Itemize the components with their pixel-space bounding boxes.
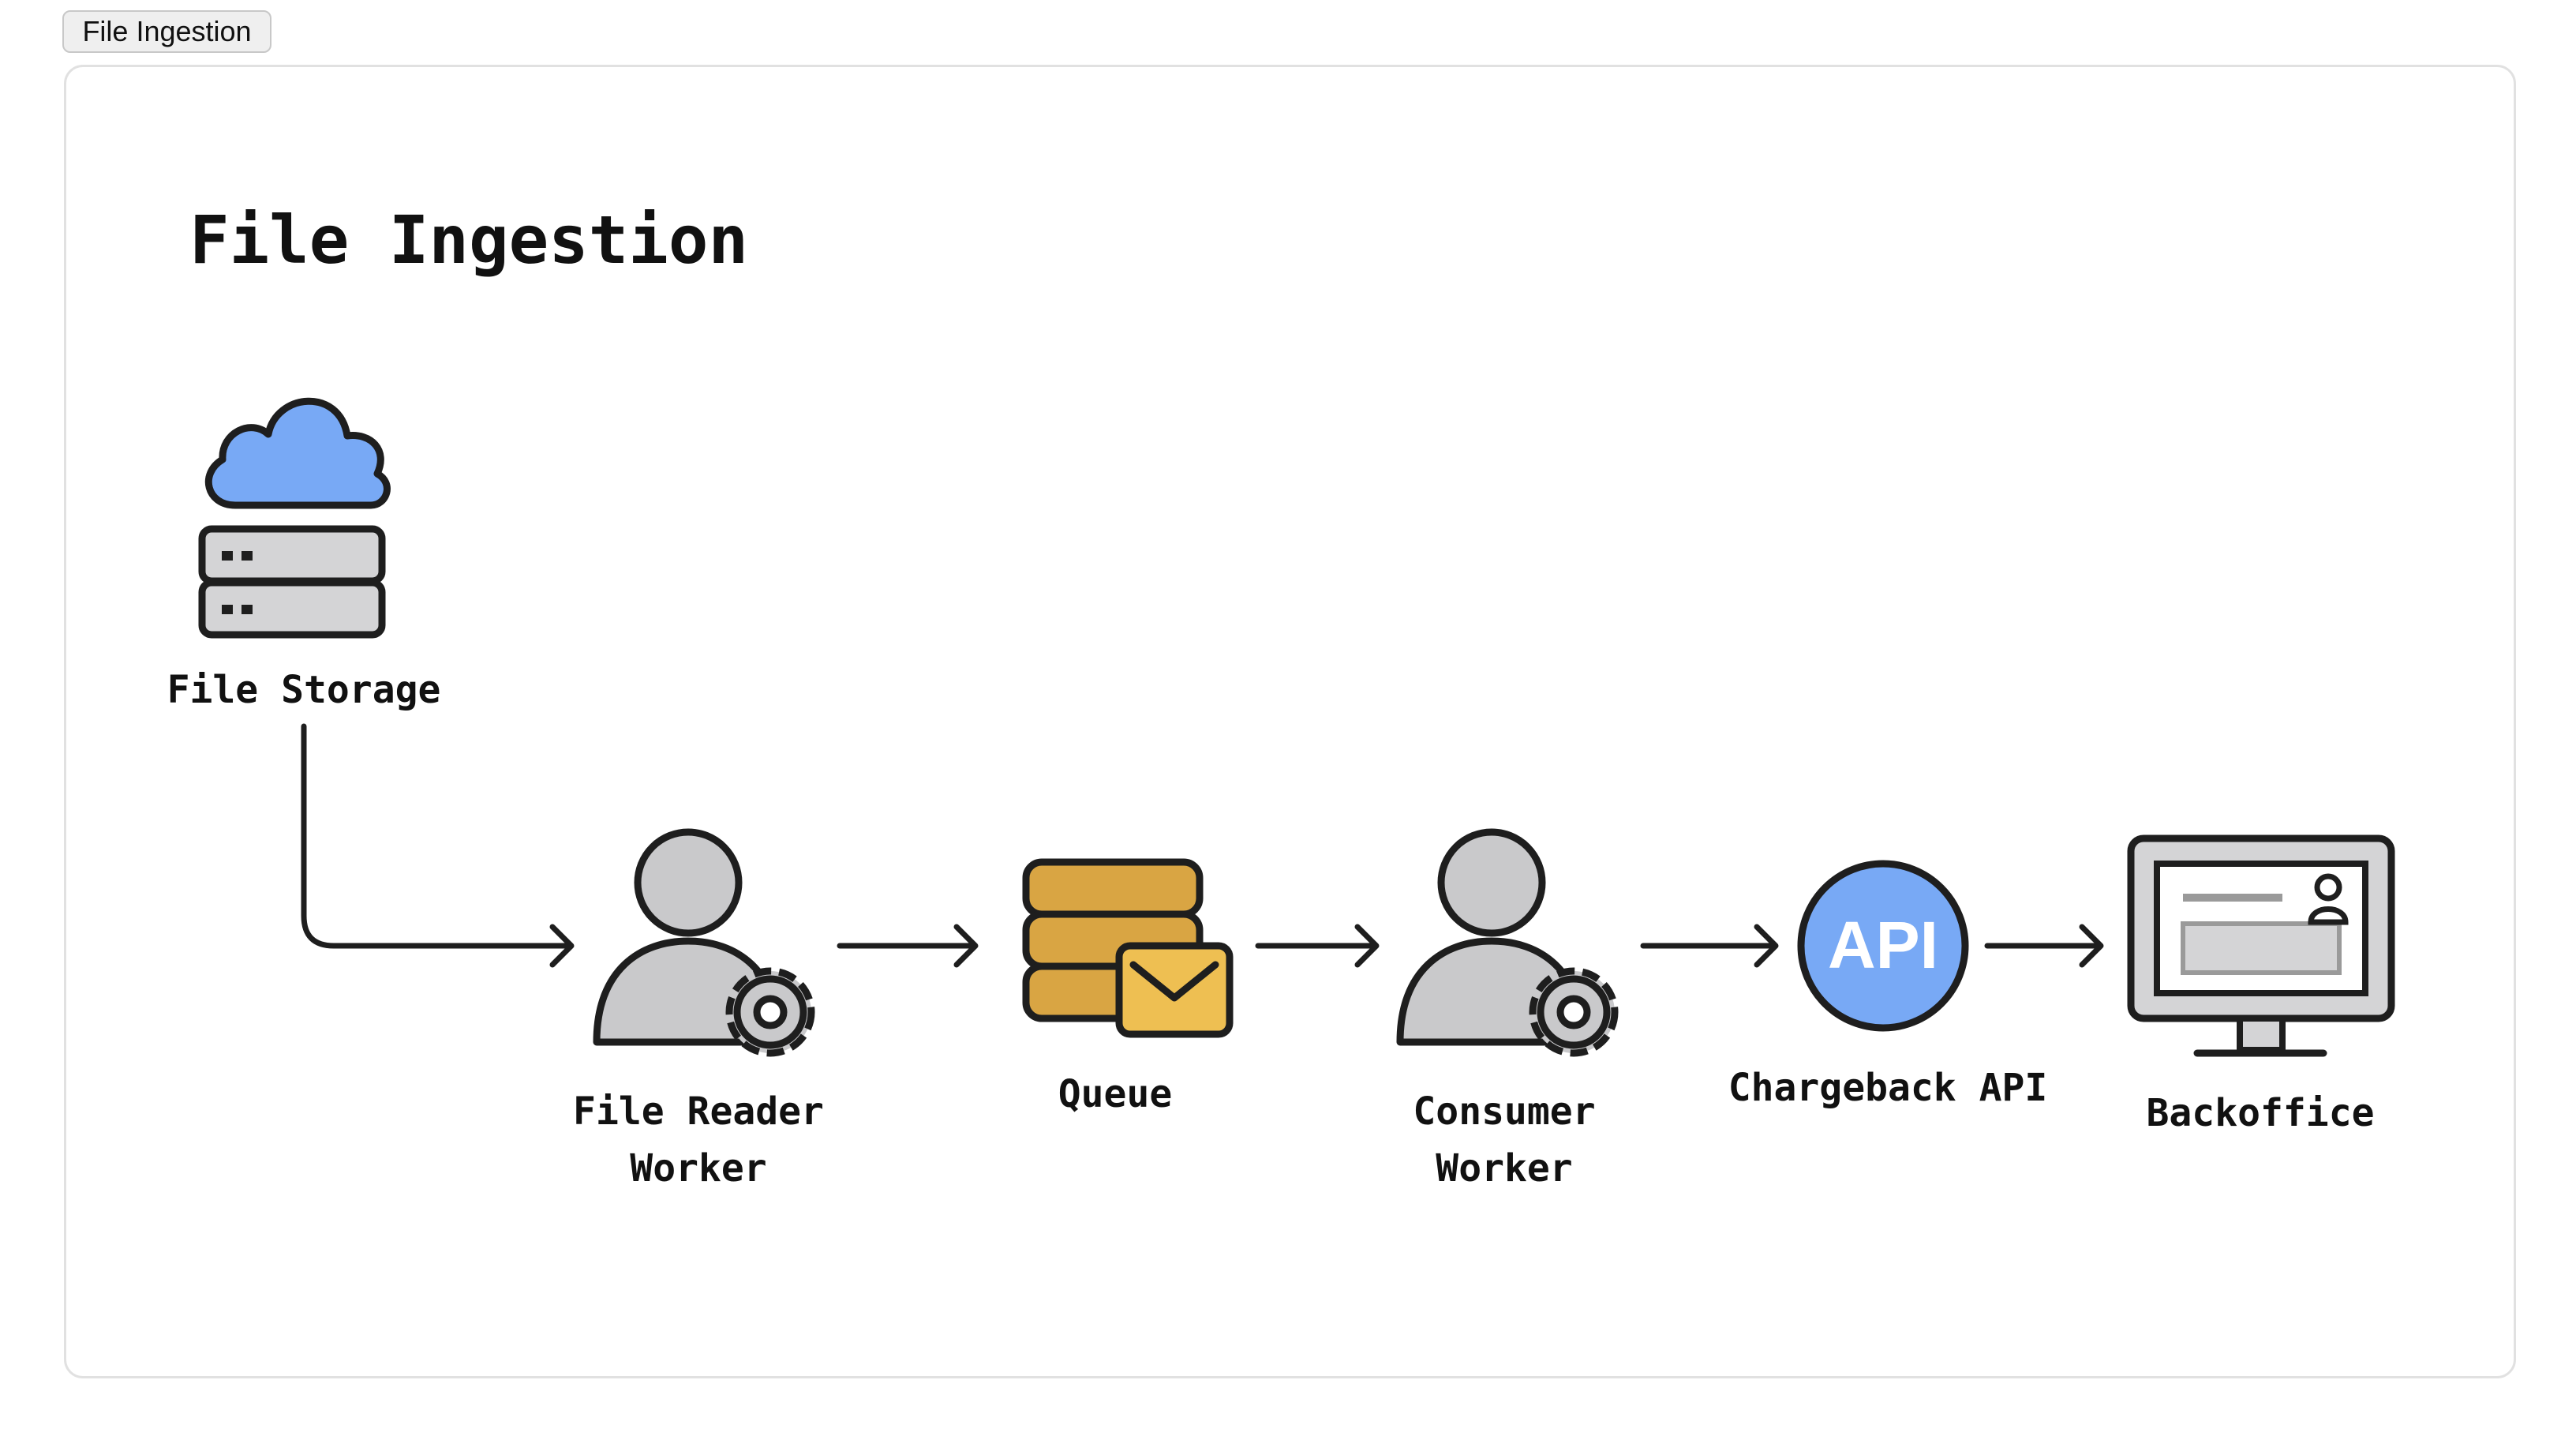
monitor-icon <box>2127 834 2395 1057</box>
node-label-queue: Queue <box>1058 1072 1173 1116</box>
arrowhead <box>549 924 575 968</box>
server-unit-bottom <box>198 579 386 639</box>
user-gear-icon <box>1396 828 1619 1057</box>
arrowhead <box>1754 924 1779 968</box>
gear-icon <box>1529 967 1619 1057</box>
arrowhead <box>2079 924 2104 968</box>
node-label-backoffice: Backoffice <box>2146 1091 2375 1135</box>
api-icon-text: API <box>1828 908 1938 982</box>
edge-file-storage-to-file-reader-worker <box>301 723 573 949</box>
envelope-icon <box>1115 942 1234 1038</box>
queue-envelope-icon <box>1022 858 1234 1038</box>
gear-icon <box>725 967 815 1057</box>
node-label-file-storage: File Storage <box>167 668 441 712</box>
api-circle-icon: API <box>1797 860 1969 1032</box>
file-ingestion-tab[interactable]: File Ingestion <box>62 10 271 53</box>
user-icon <box>2314 873 2342 902</box>
cloud-server-icon <box>198 397 391 639</box>
diagram-title: File Ingestion <box>189 201 749 279</box>
arrowhead <box>953 924 979 968</box>
diagram-canvas <box>64 65 2516 1378</box>
node-label-chargeback-api: Chargeback API <box>1728 1066 2048 1110</box>
arrowhead <box>1354 924 1380 968</box>
user-gear-icon <box>593 828 815 1057</box>
node-label-file-reader-worker: File Reader Worker <box>573 1089 824 1191</box>
cloud-shape <box>204 397 391 509</box>
node-label-consumer-worker: Consumer Worker <box>1413 1089 1596 1191</box>
